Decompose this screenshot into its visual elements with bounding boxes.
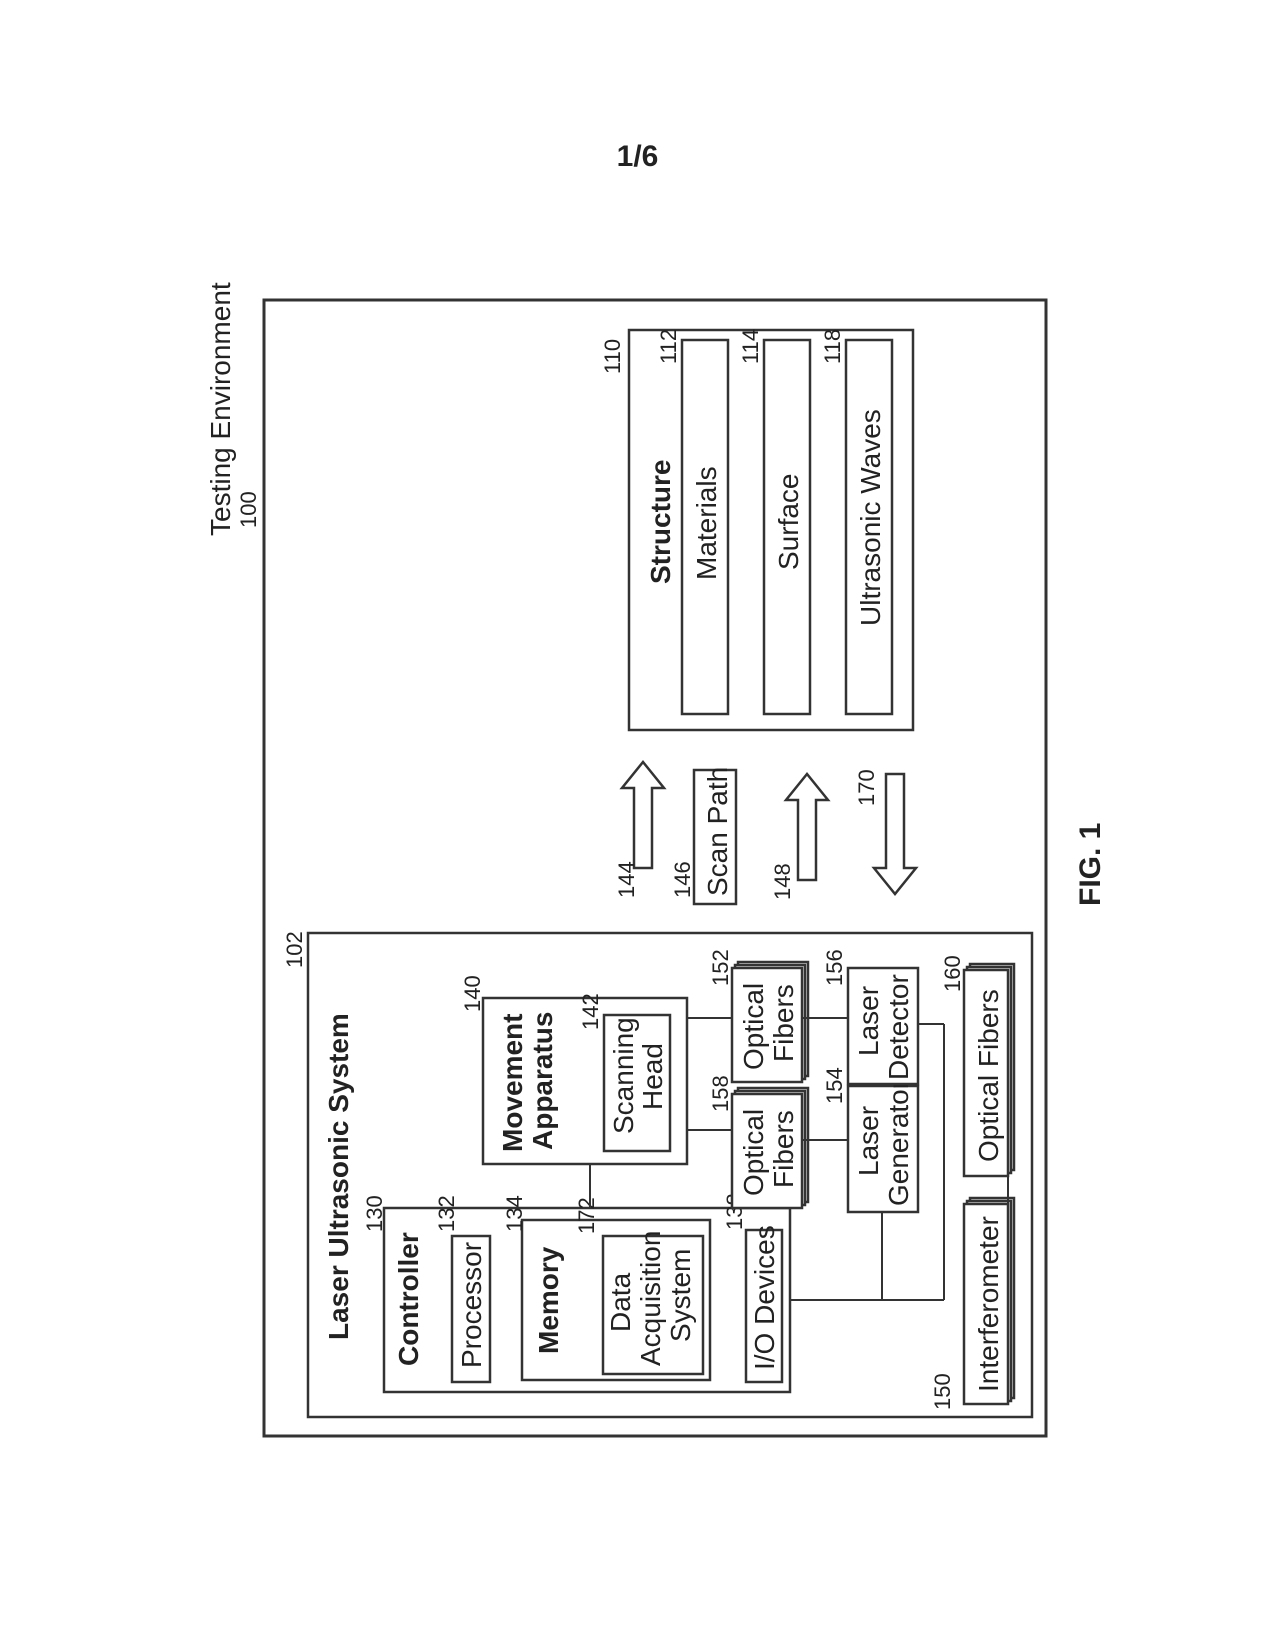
ultrasonic-waves-box	[844, 338, 894, 716]
materials-ref: 112	[656, 329, 681, 364]
optical-fibers-158-box	[730, 1092, 804, 1210]
arrow-144	[619, 760, 667, 870]
testing-environment-frame	[262, 298, 1048, 1438]
scanning-head-line1: Scanning	[608, 1017, 639, 1134]
scanning-head-ref: 142	[578, 993, 603, 1030]
structure-title: Structure	[645, 460, 676, 584]
optical-fibers-152-line1: Optical	[738, 983, 769, 1070]
data-acquisition-line1: Data	[605, 1272, 636, 1332]
figure-label: FIG. 1	[1074, 823, 1107, 906]
arrow-170-ref: 170	[854, 769, 879, 806]
arrow-170	[871, 772, 919, 896]
optical-fibers-158-ref: 158	[708, 1075, 733, 1112]
optical-fibers-152-line2: Fibers	[768, 984, 799, 1062]
processor-label: Processor	[456, 1242, 487, 1368]
movement-apparatus-ref: 140	[460, 975, 485, 1012]
structure-ref: 110	[600, 339, 625, 374]
arrow-148-ref: 148	[770, 863, 795, 900]
surface-ref: 114	[738, 329, 763, 364]
data-acquisition-line3: System	[665, 1249, 696, 1342]
ultrasonic-waves-ref: 118	[820, 329, 845, 364]
interferometer-box	[962, 1202, 1010, 1406]
laser-generator-box	[846, 1084, 920, 1214]
scanning-head-line2: Head	[637, 1043, 668, 1110]
arrow-148	[783, 772, 831, 882]
laser-detector-line2: Detector	[883, 974, 914, 1080]
scanning-head-box	[602, 1013, 672, 1153]
controller-ref: 130	[362, 1195, 387, 1232]
laser-ultrasonic-system-title: Laser Ultrasonic System	[323, 1013, 354, 1340]
data-acquisition-line2: Acquisition	[635, 1231, 666, 1366]
scan-path-label: Scan Path	[702, 767, 733, 896]
laser-ultrasonic-system-ref: 102	[282, 931, 307, 968]
optical-fibers-160-box	[962, 968, 1010, 1178]
optical-fibers-152-box	[730, 966, 804, 1084]
interferometer-ref: 150	[930, 1373, 955, 1410]
laser-detector-box	[846, 966, 920, 1086]
laser-generator-line2: Generator	[883, 1080, 914, 1206]
scan-path-box	[692, 768, 738, 906]
laser-detector-line1: Laser	[853, 986, 884, 1056]
ultrasonic-waves-label: Ultrasonic Waves	[855, 409, 886, 626]
laser-detector-ref: 156	[822, 949, 847, 986]
optical-fibers-160-label: Optical Fibers	[973, 989, 1004, 1162]
surface-box	[762, 338, 812, 716]
scan-path-ref: 146	[670, 861, 695, 898]
data-acquisition-box	[601, 1234, 705, 1376]
optical-fibers-152-ref: 152	[708, 949, 733, 986]
data-acquisition-ref: 172	[574, 1197, 599, 1234]
optical-fibers-158-line2: Fibers	[768, 1110, 799, 1188]
controller-title: Controller	[393, 1232, 424, 1366]
laser-generator-ref: 154	[822, 1067, 847, 1104]
io-devices-box	[744, 1228, 784, 1384]
laser-generator-line1: Laser	[853, 1106, 884, 1176]
surface-label: Surface	[773, 474, 804, 571]
memory-ref: 134	[502, 1195, 527, 1232]
materials-box	[680, 338, 730, 716]
materials-label: Materials	[691, 466, 722, 580]
testing-environment-ref: 100	[236, 491, 261, 528]
io-devices-label: I/O Devices	[749, 1225, 780, 1370]
arrow-144-ref: 144	[614, 861, 639, 898]
testing-environment-title: Testing Environment	[205, 282, 236, 536]
memory-title: Memory	[533, 1246, 564, 1354]
page-number: 1/6	[616, 140, 659, 173]
processor-ref: 132	[434, 1195, 459, 1232]
movement-apparatus-line1: Movement	[497, 1014, 528, 1152]
movement-apparatus-line2: Apparatus	[527, 1012, 558, 1150]
optical-fibers-158-line1: Optical	[738, 1109, 769, 1196]
connection-lines	[589, 1017, 1009, 1301]
processor-box	[450, 1234, 492, 1384]
interferometer-label: Interferometer	[973, 1216, 1004, 1392]
optical-fibers-160-ref: 160	[940, 955, 965, 992]
